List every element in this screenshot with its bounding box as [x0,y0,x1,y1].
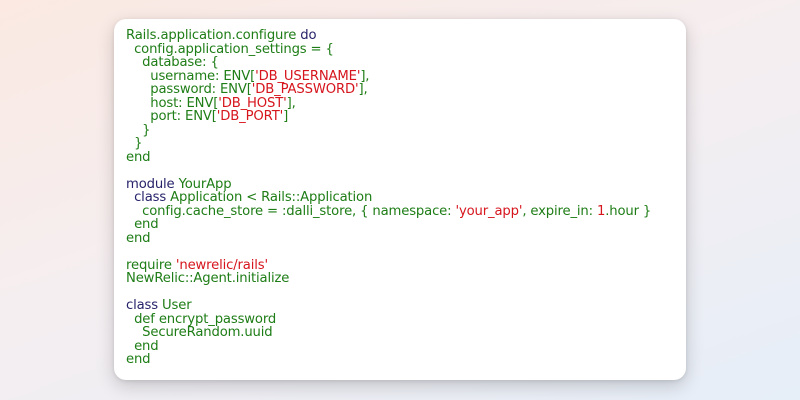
code-token: end [126,230,151,246]
code-token: Application < Rails::Application [170,190,373,205]
code-token: end [126,352,151,367]
code-line: NewRelic::Agent.initialize [126,272,678,286]
code-token: end [126,338,159,354]
code-token: class [126,190,171,205]
code-line: host: ENV['DB_HOST'], [126,95,678,111]
code-line: username: ENV['DB_USERNAME'], [126,68,678,84]
code-line: } [126,122,678,138]
code-token: ], [358,82,368,97]
code-token: def [126,311,159,327]
code-token: 1 [596,203,606,219]
code-line: class User [126,299,678,313]
code-line: database: { [126,56,678,70]
code-token: 'DB_HOST' [218,95,287,111]
code-token: ], [360,68,370,84]
code-block: Rails.application.configure do config.ap… [126,29,678,367]
code-line: } [126,137,678,151]
code-token: SecureRandom.uuid [126,325,273,340]
code-token: 'DB_PORT' [216,109,284,124]
code-token: require [126,257,176,273]
code-card: Rails.application.configure do config.ap… [114,19,686,380]
code-token: NewRelic::Agent.initialize [126,271,290,286]
code-line: require 'newrelic/rails' [126,257,678,273]
code-token: end [126,217,159,232]
code-token: 'your_app' [455,203,523,219]
code-token: 'newrelic/rails' [175,257,268,273]
code-line: module YourApp [126,176,678,192]
code-line: end [126,338,678,354]
code-token: 'DB_PASSWORD' [251,82,359,97]
code-line [126,164,678,178]
code-token: .hour } [605,203,652,219]
code-line: end [126,149,678,165]
code-token: ], [286,95,296,111]
code-token: 'DB_USERNAME' [255,68,361,84]
code-token: } [126,122,151,138]
code-token: , expire_in: [522,203,597,219]
code-line: SecureRandom.uuid [126,326,678,340]
code-token: password: ENV[ [126,82,252,97]
code-line: password: ENV['DB_PASSWORD'], [126,83,678,97]
code-line: Rails.application.configure do [126,29,678,43]
code-token: host: ENV[ [126,95,219,111]
code-line: port: ENV['DB_PORT'] [126,110,678,124]
code-line [126,245,678,259]
code-line [126,286,678,300]
code-token: module [126,176,179,192]
code-token: database: { [126,55,219,70]
code-token: Rails.application.configure [126,28,301,43]
code-line: class Application < Rails::Application [126,191,678,205]
code-line: end [126,353,678,367]
code-token: port: ENV[ [126,109,217,124]
code-line: config.cache_store = :dalli_store, { nam… [126,203,678,219]
code-token: User [162,298,192,313]
code-token: config.application_settings = { [126,41,334,57]
code-token: ] [283,109,289,124]
code-token: username: ENV[ [126,68,256,84]
code-line: end [126,230,678,246]
code-token: } [126,136,143,151]
code-token: class [126,298,163,313]
code-token: do [300,28,317,43]
code-line: def encrypt_password [126,311,678,327]
code-token: config.cache_store = :dalli_store, { nam… [126,203,456,219]
code-line: end [126,218,678,232]
code-line: config.application_settings = { [126,41,678,57]
code-token: YourApp [178,176,232,192]
code-token: encrypt_password [158,311,277,327]
code-token: end [126,149,151,165]
